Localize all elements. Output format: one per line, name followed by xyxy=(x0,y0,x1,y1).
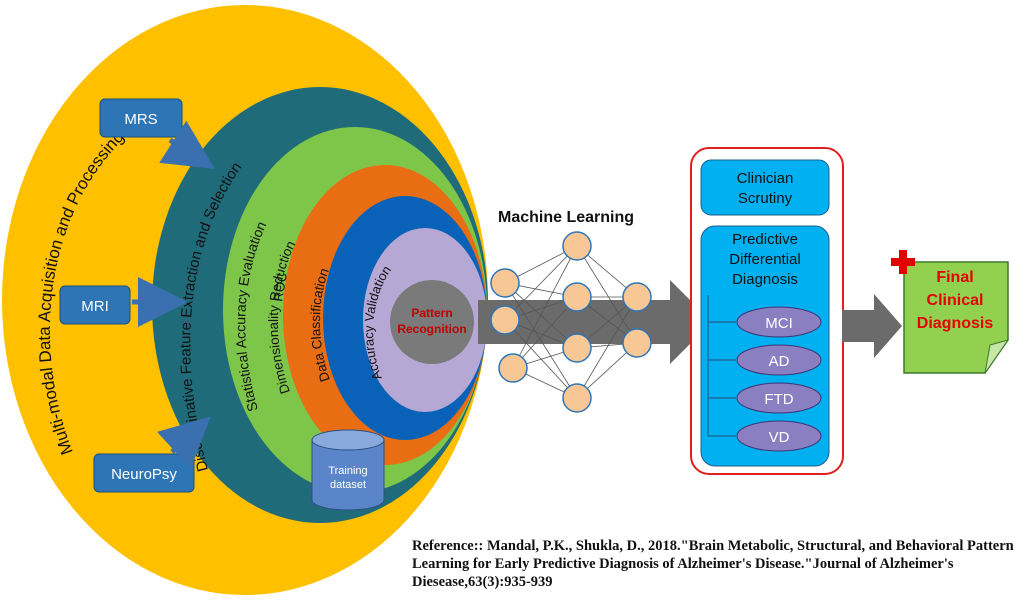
arrow-to-final xyxy=(842,294,902,358)
mrs-arrow xyxy=(159,120,215,169)
nn-node xyxy=(490,268,520,298)
diagnosis-tree-lines xyxy=(707,295,736,437)
nn-edge xyxy=(504,282,578,349)
nn-edge xyxy=(512,245,578,369)
mrs-label: MRS xyxy=(124,111,157,128)
red-cross-icon xyxy=(891,250,915,274)
final-label-2: Clinical xyxy=(927,292,984,309)
diagnosis-item-ad: AD xyxy=(736,344,822,376)
nn-node xyxy=(622,328,652,358)
svg-text:MCI: MCI xyxy=(765,315,793,332)
mri-box xyxy=(59,285,131,325)
clinician-box xyxy=(700,159,830,216)
training-label-2: dataset xyxy=(330,479,366,491)
core-label-2: Recognition xyxy=(397,322,466,336)
diagnosis-item-ftd: FTD xyxy=(736,382,822,414)
pattern-recognition-core xyxy=(390,280,474,364)
training-label-1: Training xyxy=(328,465,367,477)
mri-label: MRI xyxy=(81,298,109,315)
nn-edge xyxy=(576,245,638,344)
reference-citation: Reference:: Mandal, P.K., Shukla, D., 20… xyxy=(412,538,1014,590)
nn-node xyxy=(562,383,592,413)
big-arrow-ml xyxy=(478,280,712,364)
nn-node xyxy=(498,353,528,383)
neuropsy-arrow xyxy=(156,416,211,469)
diagnosis-item-mci: MCI xyxy=(736,306,822,338)
machine-learning-title: Machine Learning xyxy=(498,209,634,226)
nn-edge xyxy=(504,282,578,399)
nn-node xyxy=(622,282,652,312)
neural-network-nodes xyxy=(490,231,652,413)
nn-edge xyxy=(576,296,638,399)
nn-node xyxy=(490,305,520,335)
svg-text:FTD: FTD xyxy=(764,391,793,408)
svg-text:AD: AD xyxy=(769,353,790,370)
svg-text:VD: VD xyxy=(769,429,790,446)
neural-network xyxy=(504,245,638,399)
diagnosis-item-vd: VD xyxy=(736,420,822,452)
core-label-1: Pattern xyxy=(411,306,452,320)
neuropsy-label: NeuroPsy xyxy=(111,466,177,483)
final-label-3: Diagnosis xyxy=(917,315,994,332)
roc-label: ROC xyxy=(270,271,290,302)
nn-node xyxy=(562,333,592,363)
nn-edge xyxy=(512,296,578,369)
final-doc-fold xyxy=(984,339,1010,374)
final-label-1: Final xyxy=(936,269,973,286)
clinician-label-1: Clinician xyxy=(737,170,794,187)
nn-node xyxy=(562,231,592,261)
training-dataset-cylinder xyxy=(311,429,385,511)
nn-node xyxy=(562,282,592,312)
predictive-label-3: Diagnosis xyxy=(732,271,798,288)
clinician-label-2: Scrutiny xyxy=(738,190,793,207)
predictive-label-1: Predictive xyxy=(732,231,798,248)
predictive-label-2: Differential xyxy=(729,251,800,268)
nn-edge xyxy=(504,245,578,321)
